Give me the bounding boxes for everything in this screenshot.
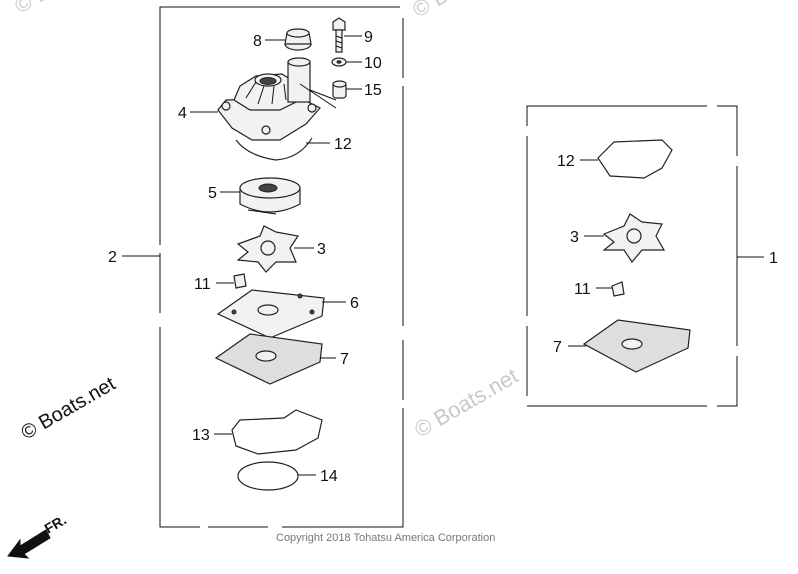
part-12-right-o-ring — [597, 139, 673, 179]
part-7-gasket — [214, 333, 323, 385]
part-7-right-gasket — [582, 319, 691, 373]
watermark-top-center: © Bo — [408, 0, 463, 22]
callout-8: 8 — [253, 33, 262, 50]
watermark-mid-right: © Boats.net — [410, 363, 522, 442]
callout-12-right: 12 — [557, 153, 575, 170]
callout-15: 15 — [364, 82, 382, 99]
assembly-2-frame — [159, 6, 404, 528]
part-12-o-ring — [235, 137, 313, 161]
brand-watermark: © Boats.net — [18, 373, 120, 445]
callout-5: 5 — [208, 185, 217, 202]
part-10-washer — [331, 57, 347, 67]
callout-7: 7 — [340, 351, 349, 368]
part-4-pump-housing — [217, 57, 337, 141]
part-11-key — [233, 273, 247, 289]
callout-9: 9 — [364, 29, 373, 46]
part-11-right-key — [611, 281, 625, 297]
callout-4: 4 — [178, 105, 187, 122]
callout-1: 1 — [769, 250, 778, 267]
assembly-1-frame — [526, 105, 738, 407]
callout-12: 12 — [334, 136, 352, 153]
callout-13: 13 — [192, 427, 210, 444]
callout-14: 14 — [320, 468, 338, 485]
callout-11-right: 11 — [574, 281, 591, 298]
callout-3-right: 3 — [570, 229, 579, 246]
callout-6: 6 — [350, 295, 359, 312]
part-3-impeller — [236, 225, 300, 273]
part-3-right-impeller — [602, 213, 666, 264]
part-5-impeller-housing — [239, 177, 301, 215]
leader-lines — [122, 35, 764, 476]
part-9-bolt — [332, 17, 346, 53]
part-13-gasket — [231, 409, 323, 455]
part-6-plate — [216, 289, 325, 339]
front-direction-arrow-icon — [7, 529, 51, 559]
callout-2: 2 — [108, 249, 117, 266]
part-15-collar — [332, 80, 347, 99]
part-8-grommet — [284, 28, 312, 51]
callout-11: 11 — [194, 276, 211, 293]
watermark-top-left: © Bo — [10, 0, 65, 18]
callout-7-right: 7 — [553, 339, 562, 356]
callout-10: 10 — [364, 55, 382, 72]
callout-3: 3 — [317, 241, 326, 258]
part-14-o-ring — [237, 461, 299, 491]
copyright-text: Copyright 2018 Tohatsu America Corporati… — [276, 532, 495, 544]
